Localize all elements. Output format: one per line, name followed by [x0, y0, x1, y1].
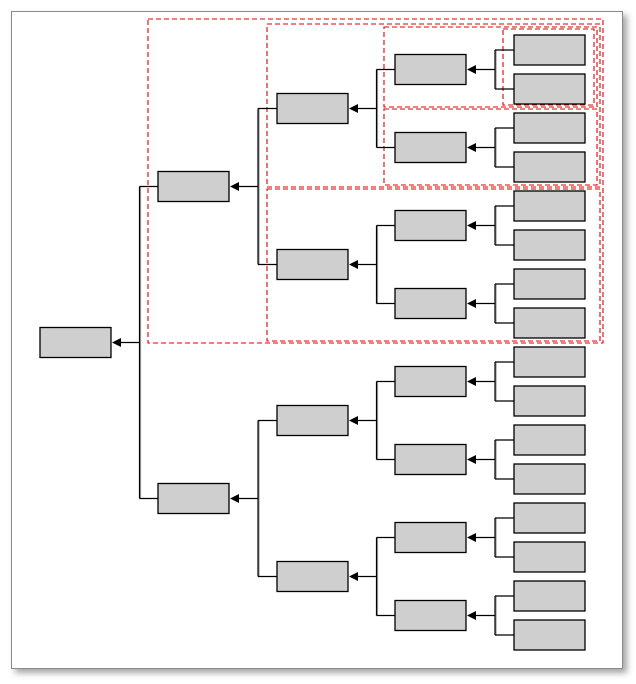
- node-n4o[interactable]: [513, 580, 586, 612]
- highlight-groups: [147, 18, 604, 344]
- node-n3c[interactable]: [394, 209, 467, 242]
- node-n0[interactable]: [39, 326, 112, 359]
- arrowhead-icon: [349, 104, 358, 113]
- arrowhead-icon: [112, 338, 121, 347]
- arrowhead-icon: [467, 455, 476, 464]
- node-n2c[interactable]: [276, 404, 349, 437]
- node-n2b[interactable]: [276, 248, 349, 281]
- arrowhead-icon: [467, 143, 476, 152]
- node-n4i[interactable]: [513, 346, 586, 378]
- arrowhead-icon: [467, 299, 476, 308]
- node-n4n[interactable]: [513, 541, 586, 573]
- arrowhead-icon: [349, 572, 358, 581]
- group-subtree-n2b: [266, 188, 601, 342]
- node-n3e[interactable]: [394, 365, 467, 398]
- node-n3a[interactable]: [394, 53, 467, 86]
- arrowhead-icon: [467, 65, 476, 74]
- nodes: [39, 34, 586, 651]
- node-n4b[interactable]: [513, 73, 586, 105]
- arrowhead-icon: [467, 611, 476, 620]
- node-n1a[interactable]: [157, 170, 230, 203]
- node-n4f[interactable]: [513, 229, 586, 261]
- node-n3h[interactable]: [394, 599, 467, 632]
- node-n2d[interactable]: [276, 560, 349, 593]
- arrowhead-icon: [467, 377, 476, 386]
- node-n4j[interactable]: [513, 385, 586, 417]
- node-n4m[interactable]: [513, 502, 586, 534]
- connectors: [112, 49, 514, 636]
- node-n4p[interactable]: [513, 619, 586, 651]
- node-n4g[interactable]: [513, 268, 586, 300]
- arrowhead-icon: [467, 221, 476, 230]
- node-n4e[interactable]: [513, 190, 586, 222]
- arrowhead-icon: [349, 416, 358, 425]
- arrowhead-icon: [467, 533, 476, 542]
- node-n3g[interactable]: [394, 521, 467, 554]
- node-n4c[interactable]: [513, 112, 586, 144]
- node-n4a[interactable]: [513, 34, 586, 66]
- node-n4l[interactable]: [513, 463, 586, 495]
- node-n3b[interactable]: [394, 131, 467, 164]
- arrowhead-icon: [349, 260, 358, 269]
- node-n4k[interactable]: [513, 424, 586, 456]
- node-n2a[interactable]: [276, 92, 349, 125]
- arrowhead-icon: [230, 494, 239, 503]
- node-n4d[interactable]: [513, 151, 586, 183]
- arrowhead-icon: [230, 182, 239, 191]
- group-subtree-n1a: [147, 18, 604, 344]
- node-n4h[interactable]: [513, 307, 586, 339]
- node-n3f[interactable]: [394, 443, 467, 476]
- group-subtree-n3a: [383, 26, 598, 108]
- group-leaves-n3a: [502, 28, 595, 106]
- node-n3d[interactable]: [394, 287, 467, 320]
- node-n1b[interactable]: [157, 482, 230, 515]
